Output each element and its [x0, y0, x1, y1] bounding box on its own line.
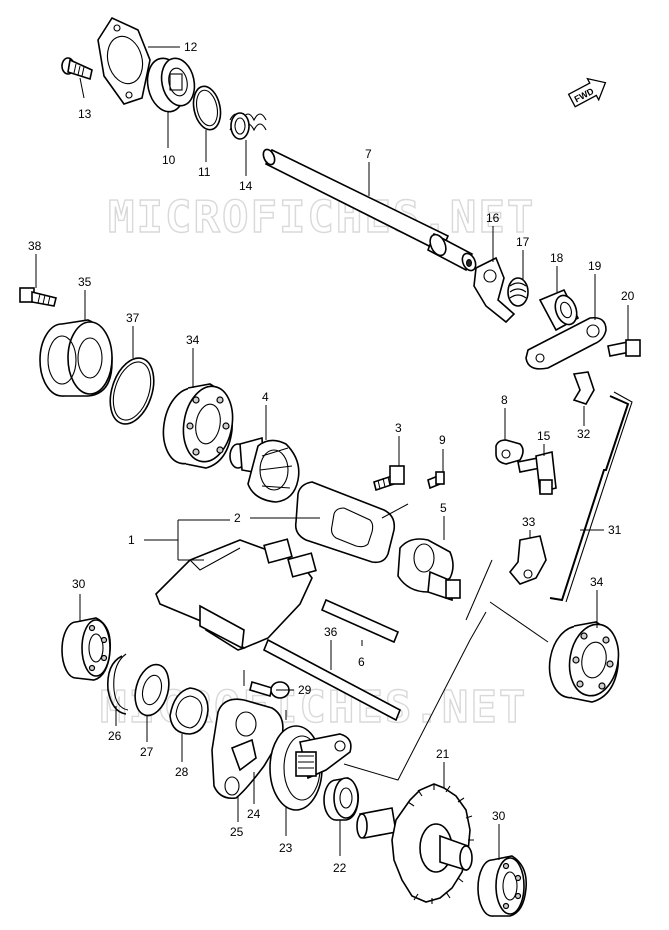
part-23-gear-lever [269, 725, 352, 811]
part-36-rod [262, 638, 402, 722]
assembly-guide-lines [243, 503, 549, 781]
callout-24: 24 [247, 807, 261, 821]
callout-26: 26 [108, 729, 122, 743]
watermark-bottom: MICROFICHES.NET [100, 682, 527, 733]
callout-37: 37 [126, 311, 140, 325]
callout-23: 23 [279, 841, 293, 855]
callout-4: 4 [262, 390, 269, 404]
part-19-lever [525, 316, 607, 370]
callout-12: 12 [184, 40, 198, 54]
part-1-housing [155, 538, 317, 651]
part-15-bolt [517, 451, 557, 495]
part-21-gear [356, 783, 474, 904]
part-3-bolt [373, 465, 405, 492]
part-31-rod [549, 391, 633, 603]
part-18-collar [538, 288, 580, 332]
callout-1: 1 [128, 533, 135, 547]
callout-22: 22 [333, 861, 347, 875]
callout-19: 19 [588, 259, 602, 273]
callout-18: 18 [550, 251, 564, 265]
part-26-circlip [106, 653, 129, 715]
callout-21: 21 [436, 747, 450, 761]
part-6-pin [320, 598, 400, 644]
callout-16: 16 [486, 211, 500, 225]
part-4-pulley [229, 436, 300, 503]
part-8-washer [495, 439, 524, 465]
callout-10: 10 [162, 153, 176, 167]
callout-20: 20 [621, 289, 635, 303]
part-30-bearing-left [61, 617, 112, 681]
part-5-shaft-end [397, 538, 461, 602]
fwd-arrow-icon: FWD [567, 77, 607, 108]
part-7-shaft [262, 148, 477, 272]
callout-9: 9 [439, 433, 446, 447]
watermark-top: MICROFICHES.NET [108, 192, 535, 243]
callout-8: 8 [501, 393, 508, 407]
part-13-bolt [61, 57, 93, 81]
leader-lines [35, 46, 629, 860]
callout-38: 38 [28, 239, 42, 253]
part-12-gasket [97, 16, 151, 105]
part-11-o-ring [192, 85, 222, 131]
part-22-collar [323, 777, 360, 821]
part-9-screw [427, 471, 445, 490]
callout-labels: 12 13 10 11 14 7 16 17 18 19 20 38 35 37… [28, 40, 635, 875]
callout-33: 33 [522, 515, 536, 529]
callout-17: 17 [516, 235, 530, 249]
part-38-bolt [19, 287, 57, 307]
callout-35: 35 [78, 275, 92, 289]
part-34-bearing-left [162, 383, 234, 469]
part-32-clip [572, 371, 595, 405]
callout-6: 6 [358, 655, 365, 669]
part-10-holder [146, 57, 196, 113]
callout-32: 32 [577, 427, 591, 441]
part-16-plate [473, 256, 516, 324]
part-28-gasket [169, 687, 209, 735]
callout-27: 27 [140, 745, 154, 759]
callout-15: 15 [537, 429, 551, 443]
callout-3: 3 [395, 421, 402, 435]
part-27-washer [134, 663, 170, 717]
part-37-o-ring [109, 357, 155, 425]
callout-31: 31 [608, 523, 622, 537]
callout-28: 28 [175, 765, 189, 779]
callout-2: 2 [234, 511, 241, 525]
part-14-spring [229, 112, 267, 140]
part-34-bearing-right [548, 621, 620, 703]
part-35-seal [39, 319, 113, 397]
callout-7: 7 [365, 147, 372, 161]
callout-29: 29 [298, 683, 312, 697]
callout-34-left: 34 [186, 333, 200, 347]
callout-11: 11 [198, 165, 211, 179]
callout-25: 25 [230, 825, 244, 839]
part-24-clip [230, 738, 257, 772]
callout-30-right: 30 [492, 809, 506, 823]
callout-36: 36 [324, 625, 338, 639]
callout-34-right: 34 [590, 575, 604, 589]
callout-30-left: 30 [72, 577, 86, 591]
part-17-spring [507, 277, 529, 307]
part-30-bearing-right [477, 855, 528, 917]
callout-14: 14 [239, 179, 253, 193]
part-20-bolt [607, 339, 641, 357]
callout-5: 5 [440, 501, 447, 515]
part-2-gasket [294, 481, 396, 564]
part-33-bracket [508, 535, 547, 585]
callout-13: 13 [78, 107, 92, 121]
